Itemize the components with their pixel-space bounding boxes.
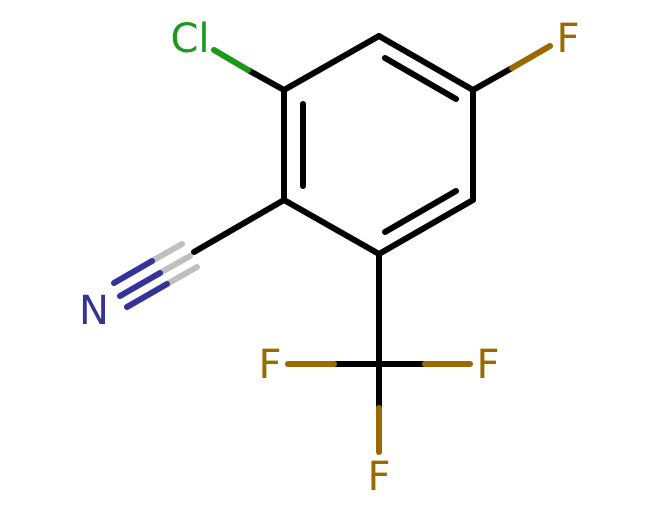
triple-bond xyxy=(111,241,200,310)
atom-cl-label: Cl xyxy=(170,16,209,62)
atom-f-label: F xyxy=(258,342,281,388)
bond xyxy=(281,197,382,257)
bond xyxy=(470,65,515,93)
bond xyxy=(191,197,287,255)
ring-bonds xyxy=(281,33,476,367)
bond-cl xyxy=(211,47,251,73)
atom-n-label: N xyxy=(79,288,109,334)
atom-f-label: F xyxy=(556,16,579,62)
double-bond-inner xyxy=(382,188,459,235)
atom-f-label: F xyxy=(367,454,390,500)
atom-f-label: F xyxy=(476,342,499,388)
bond xyxy=(376,197,476,257)
bond xyxy=(281,33,382,93)
cf3-bonds xyxy=(285,361,473,455)
bond-f xyxy=(509,43,553,71)
bond xyxy=(376,33,476,93)
double-bond-inner xyxy=(382,55,459,102)
bond xyxy=(245,67,287,93)
